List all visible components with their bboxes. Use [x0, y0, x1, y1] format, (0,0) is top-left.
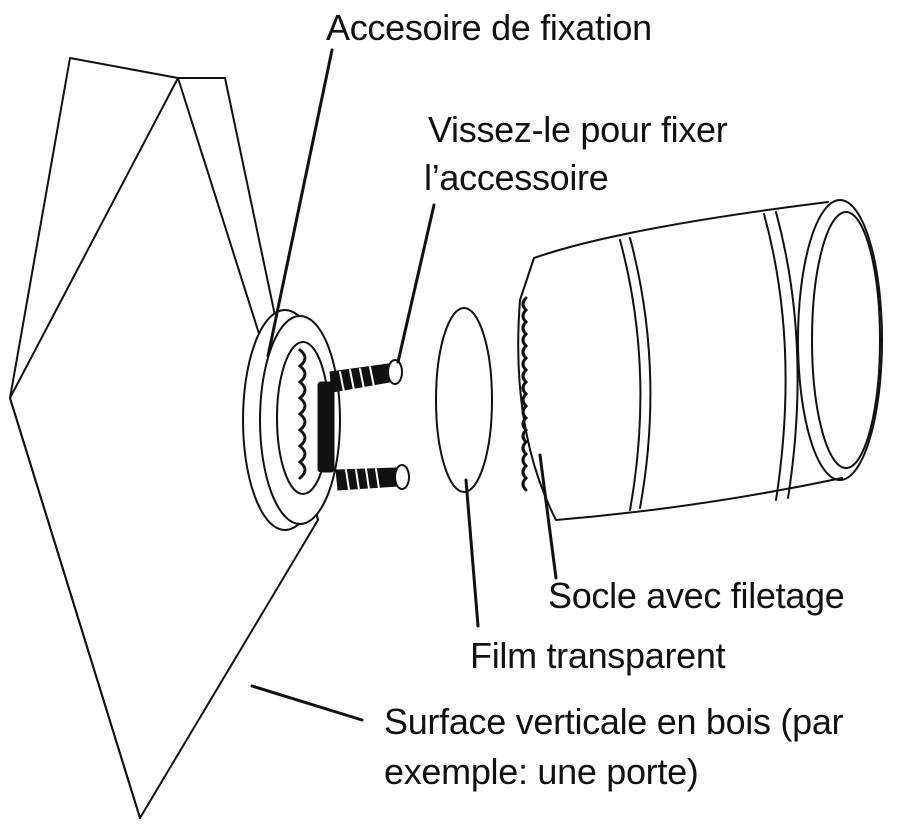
cylinder-bottom-edge: [517, 299, 843, 521]
screw-upper: [329, 359, 403, 393]
screws: [329, 359, 410, 491]
mount-ribs: [297, 348, 307, 480]
threaded-base: [517, 199, 883, 521]
label-base: Socle avec filetage: [548, 575, 845, 616]
leader-base: [538, 453, 558, 580]
label-surface-line1: Surface verticale en bois (par: [384, 701, 844, 742]
cylinder-ring-1: [619, 239, 642, 511]
leader-lines: [250, 48, 558, 722]
cylinder-ring-2: [763, 213, 787, 501]
cylinder-end-rim: [797, 199, 883, 481]
label-screw-line2: l’accessoire: [424, 157, 609, 198]
leader-mount: [266, 48, 334, 358]
cylinder-end-inner: [811, 211, 881, 469]
label-surface-line2: exemple: une porte): [384, 751, 699, 792]
label-film: Film transparent: [470, 635, 726, 676]
label-mount: Accesoire de fixation: [326, 7, 652, 48]
mount-hub: [317, 381, 335, 473]
wood-panel-bottom-edge: [9, 397, 141, 819]
transparent-film: [435, 307, 493, 493]
leader-screw: [396, 203, 436, 364]
label-screw-line1: Vissez-le pour fixer: [428, 109, 728, 150]
wood-panel-front: [9, 57, 319, 819]
mounting-accessory: [242, 309, 341, 531]
base-thread: [521, 296, 529, 492]
leader-film: [464, 478, 480, 628]
wood-panel-edge-upper: [9, 77, 179, 399]
screw-lower: [335, 464, 410, 491]
leader-surface: [250, 684, 364, 722]
cylinder-top-edge: [519, 201, 829, 301]
